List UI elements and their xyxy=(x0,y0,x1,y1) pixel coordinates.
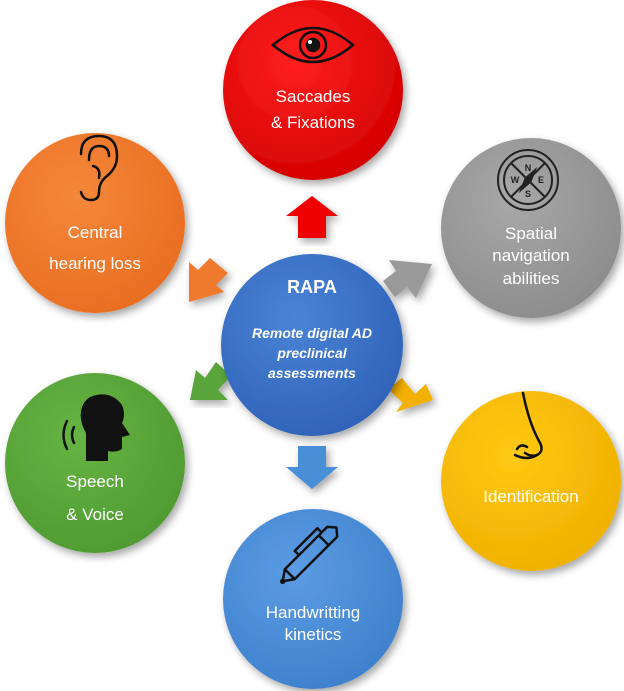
arrow-down-left xyxy=(190,362,231,400)
compass-letter-w: W xyxy=(511,175,520,185)
arrow-up-right xyxy=(383,260,432,298)
compass-letter-n: N xyxy=(525,163,532,173)
ear-icon xyxy=(79,134,119,202)
saccades-label-line-2: & Fixations xyxy=(270,113,356,132)
identification-label: Identification xyxy=(483,487,579,506)
circle-spatial xyxy=(441,138,621,318)
compass-letter-e: E xyxy=(538,175,544,185)
arrow-down-right xyxy=(388,378,433,412)
center-subtitle-line-1: Remote digital AD xyxy=(251,325,373,341)
center-subtitle-line-2: preclinical xyxy=(277,345,347,361)
spatial-label-line-3: abilities xyxy=(502,269,560,288)
speaking-head-icon xyxy=(62,394,130,461)
saccades-label-line-1: Saccades xyxy=(275,87,351,106)
spatial-label-line-2: navigation xyxy=(492,246,570,265)
arrow-down xyxy=(286,446,338,489)
pen-icon xyxy=(279,525,339,585)
hearing-label-line-1: Central xyxy=(67,223,123,242)
center-circle xyxy=(221,254,403,436)
nose-icon xyxy=(513,391,543,460)
circle-handwriting xyxy=(223,509,403,689)
arrow-up xyxy=(286,196,338,238)
compass-icon: N E S W xyxy=(497,149,559,211)
circle-speech xyxy=(5,373,185,553)
compass-letter-s: S xyxy=(525,189,531,199)
handwriting-label-line-2: kinetics xyxy=(284,625,342,644)
handwriting-label-line-1: Handwritting xyxy=(265,603,361,622)
circle-hearing xyxy=(5,133,185,313)
spatial-label-line-1: Spatial xyxy=(505,224,557,243)
eye-icon xyxy=(271,26,355,64)
circle-identification xyxy=(441,391,621,571)
center-title: RAPA xyxy=(287,277,337,297)
arrow-up-left xyxy=(189,258,228,302)
hearing-label-line-2: hearing loss xyxy=(49,254,141,273)
speech-label-line-1: Speech xyxy=(66,472,124,491)
speech-label-line-2: & Voice xyxy=(66,505,124,524)
circle-saccades xyxy=(223,0,403,180)
center-subtitle-line-3: assessments xyxy=(268,365,356,381)
